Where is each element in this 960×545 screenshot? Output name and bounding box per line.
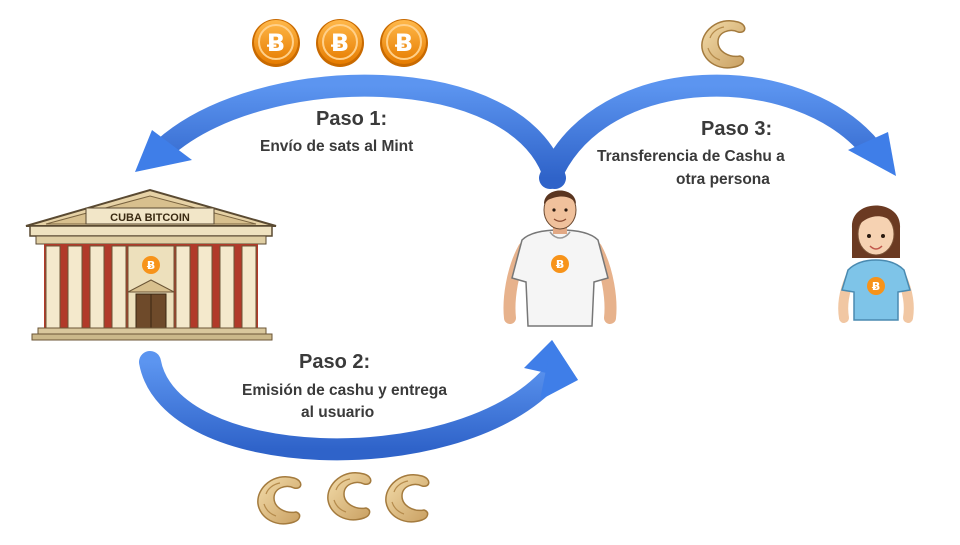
bitcoin-coin-icon [315,18,365,68]
step3-title: Paso 3: [701,118,773,140]
bank-building-icon: CUBA BITCOIN [25,188,277,341]
arrow-step1 [135,74,566,189]
user-man-icon [503,190,617,327]
cashu-nut-icon [701,19,746,69]
other-person-woman-icon [838,205,914,323]
cashu-nut-icon [385,473,430,523]
arrow-step2 [139,340,578,461]
bitcoin-coin-icon [379,18,429,68]
step2-text-line1: Emisión de cashu y entrega [242,382,448,399]
cashu-nut-icon [257,475,302,525]
cashu-nut-icon [327,471,372,521]
cashu-nuts-bottom [257,471,430,525]
step1-title: Paso 1: [316,108,388,130]
bank-sign: CUBA BITCOIN [110,212,190,224]
bitcoin-coin-icon [251,18,301,68]
step3-text-line2: otra persona [676,171,770,188]
step3-text-line1: Transferencia de Cashu a [597,148,785,165]
step2-title: Paso 2: [299,351,371,373]
step1-text: Envío de sats al Mint [260,138,414,155]
arrow-step3 [539,74,896,189]
step2-text-line2: al usuario [301,404,375,421]
cashu-nut-top [701,19,746,69]
bitcoin-coins [251,18,429,68]
